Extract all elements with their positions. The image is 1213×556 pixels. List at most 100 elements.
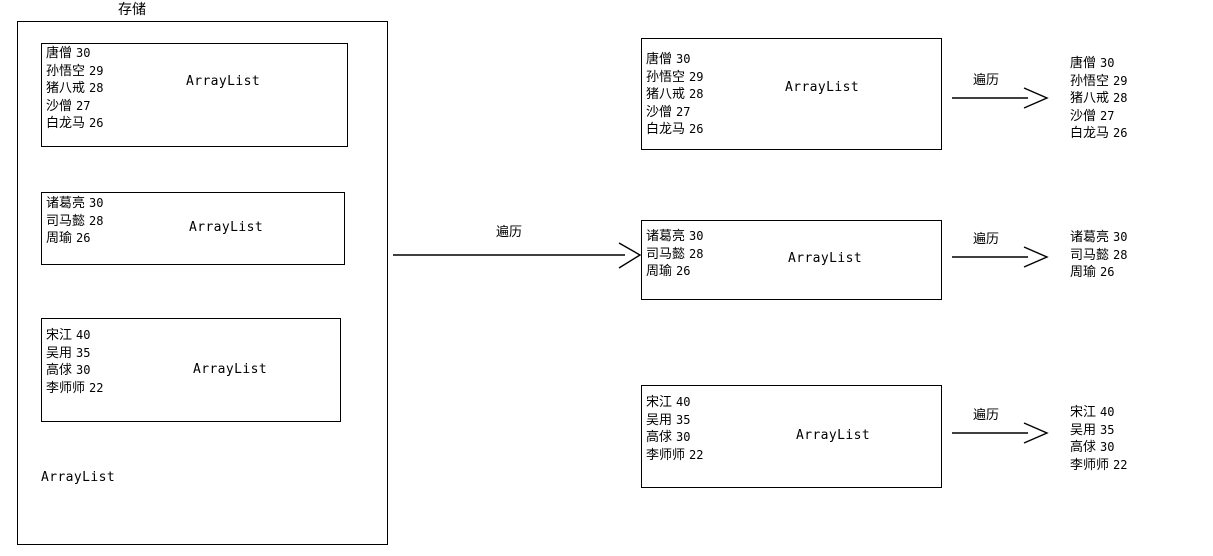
person-age: 30 <box>1113 230 1128 244</box>
person-name: 李师师 <box>46 380 86 396</box>
person-age: 27 <box>676 104 691 119</box>
person-name: 唐僧 <box>1070 56 1097 71</box>
person-name: 孙悟空 <box>1070 73 1110 89</box>
person-age: 28 <box>689 246 704 261</box>
person-age: 30 <box>676 52 691 66</box>
person-name: 高俅 <box>1070 440 1097 455</box>
person-name: 吴用 <box>1070 422 1097 438</box>
person-age: 28 <box>89 81 104 95</box>
row3-traverse-arrow-label: 遍历 <box>973 408 1000 423</box>
person-age: 28 <box>1113 247 1128 262</box>
middle-list-type-1: ArrayList <box>785 80 860 95</box>
person-age: 26 <box>689 122 704 136</box>
person-age: 40 <box>676 395 691 409</box>
storage-title: 存储 <box>118 2 146 18</box>
person-name: 孙悟空 <box>646 69 686 85</box>
person-age: 26 <box>676 264 691 278</box>
person-name: 猪八戒 <box>646 87 686 102</box>
main-traverse-arrow <box>393 242 643 269</box>
person-name: 诸葛亮 <box>46 196 86 211</box>
person-name: 周瑜 <box>1070 265 1097 280</box>
person-age: 29 <box>1113 73 1128 88</box>
row1-traverse-arrow-label: 遍历 <box>973 73 1000 88</box>
person-age: 30 <box>89 196 104 210</box>
person-age: 28 <box>89 213 104 228</box>
person-name: 白龙马 <box>646 122 686 137</box>
main-traverse-arrow-label: 遍历 <box>496 225 523 240</box>
person-age: 26 <box>89 116 104 130</box>
outer-arraylist-type-label: ArrayList <box>41 470 116 485</box>
person-age: 30 <box>689 229 704 243</box>
outer-arraylist-box <box>17 21 388 545</box>
person-name: 猪八戒 <box>46 81 86 96</box>
person-name: 诸葛亮 <box>1070 230 1110 245</box>
row2-traverse-arrow <box>952 246 1052 268</box>
person-age: 26 <box>1100 265 1115 279</box>
person-age: 27 <box>76 98 91 113</box>
middle-list-type-3: ArrayList <box>796 428 871 443</box>
person-name: 周瑜 <box>646 264 673 279</box>
person-name: 李师师 <box>1070 457 1110 473</box>
person-age: 26 <box>1113 126 1128 140</box>
person-age: 30 <box>1100 440 1115 454</box>
person-age: 26 <box>76 231 91 245</box>
person-age: 22 <box>1113 457 1128 472</box>
person-name: 沙僧 <box>646 104 673 120</box>
person-age: 28 <box>1113 91 1128 105</box>
person-age: 35 <box>76 345 91 360</box>
middle-list-box-1 <box>641 38 942 150</box>
person-age: 22 <box>689 447 704 462</box>
person-name: 司马懿 <box>646 246 686 262</box>
person-name: 唐僧 <box>46 46 73 61</box>
person-name: 唐僧 <box>646 52 673 67</box>
person-name: 周瑜 <box>46 231 73 246</box>
source-list-type-3: ArrayList <box>193 362 268 377</box>
middle-list-box-2 <box>641 220 942 300</box>
person-age: 29 <box>89 63 104 78</box>
person-age: 35 <box>1100 422 1115 437</box>
person-age: 22 <box>89 380 104 395</box>
person-age: 40 <box>1100 405 1115 419</box>
person-age: 35 <box>676 412 691 427</box>
